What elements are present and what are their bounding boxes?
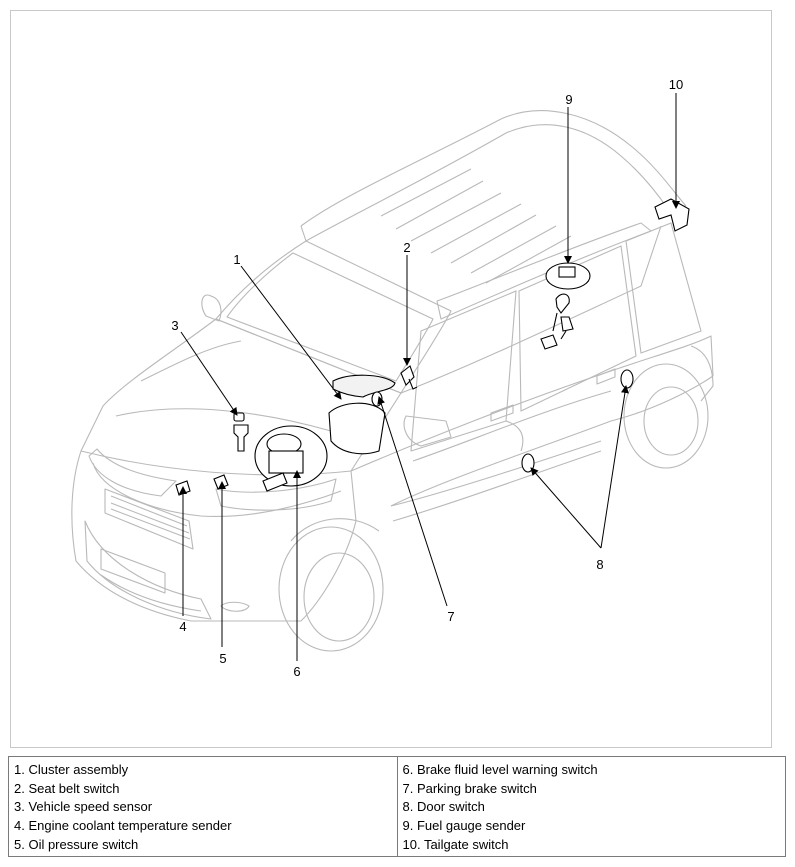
callout-1: 1 — [233, 252, 240, 267]
callout-10: 10 — [669, 77, 683, 92]
legend-column-left: 1. Cluster assembly 2. Seat belt switch … — [8, 756, 398, 857]
legend-item-door-switch: 8. Door switch — [402, 799, 485, 815]
figure-frame: 1 2 3 4 5 6 7 8 9 10 — [10, 10, 772, 748]
legend-item-vehicle-speed-sensor: 3. Vehicle speed sensor — [14, 799, 153, 815]
callout-8: 8 — [596, 557, 603, 572]
callout-3: 3 — [171, 318, 178, 333]
tailgate-switch-shape — [654, 198, 690, 232]
seat-belt-switch-shape — [400, 365, 415, 386]
callout-5: 5 — [219, 651, 226, 666]
legend-item-fuel-gauge-sender: 9. Fuel gauge sender — [402, 818, 526, 834]
components — [175, 198, 690, 496]
callout-4: 4 — [179, 619, 186, 634]
callout-9: 9 — [565, 92, 572, 107]
legend-item-seat-belt-switch: 2. Seat belt switch — [14, 780, 120, 796]
legend-item-engine-coolant-temperature-sender: 4. Engine coolant temperature sender — [14, 818, 232, 834]
legend-table: 1. Cluster assembly 2. Seat belt switch … — [8, 756, 786, 857]
dashboard-panel-shape — [332, 374, 396, 398]
door-switch-rear-shape — [620, 369, 634, 389]
callout-2: 2 — [403, 240, 410, 255]
legend-item-tailgate-switch: 10. Tailgate switch — [402, 836, 509, 852]
oil-pressure-switch-shape — [213, 474, 229, 490]
legend-item-cluster-assembly: 1. Cluster assembly — [14, 762, 129, 777]
callout-labels: 1 2 3 4 5 6 7 8 9 10 — [171, 77, 683, 679]
vehicle-component-diagram: 1 2 3 4 5 6 7 8 9 10 — [71, 77, 714, 679]
callout-6: 6 — [293, 664, 300, 679]
legend-item-oil-pressure-switch: 5. Oil pressure switch — [14, 836, 139, 852]
leader-lines — [179, 93, 680, 661]
legend-row: 1. Cluster assembly 2. Seat belt switch … — [8, 756, 786, 857]
vehicle-speed-sensor-shape — [233, 424, 249, 452]
callout-7: 7 — [447, 609, 454, 624]
legend-column-right: 6. Brake fluid level warning switch 7. P… — [396, 756, 786, 857]
parking-brake-switch-shape — [371, 391, 383, 407]
cluster-assembly-shape — [328, 402, 386, 455]
legend-item-parking-brake-switch: 7. Parking brake switch — [402, 780, 537, 796]
legend-item-brake-fluid-level-warning-switch: 6. Brake fluid level warning switch — [402, 762, 598, 777]
